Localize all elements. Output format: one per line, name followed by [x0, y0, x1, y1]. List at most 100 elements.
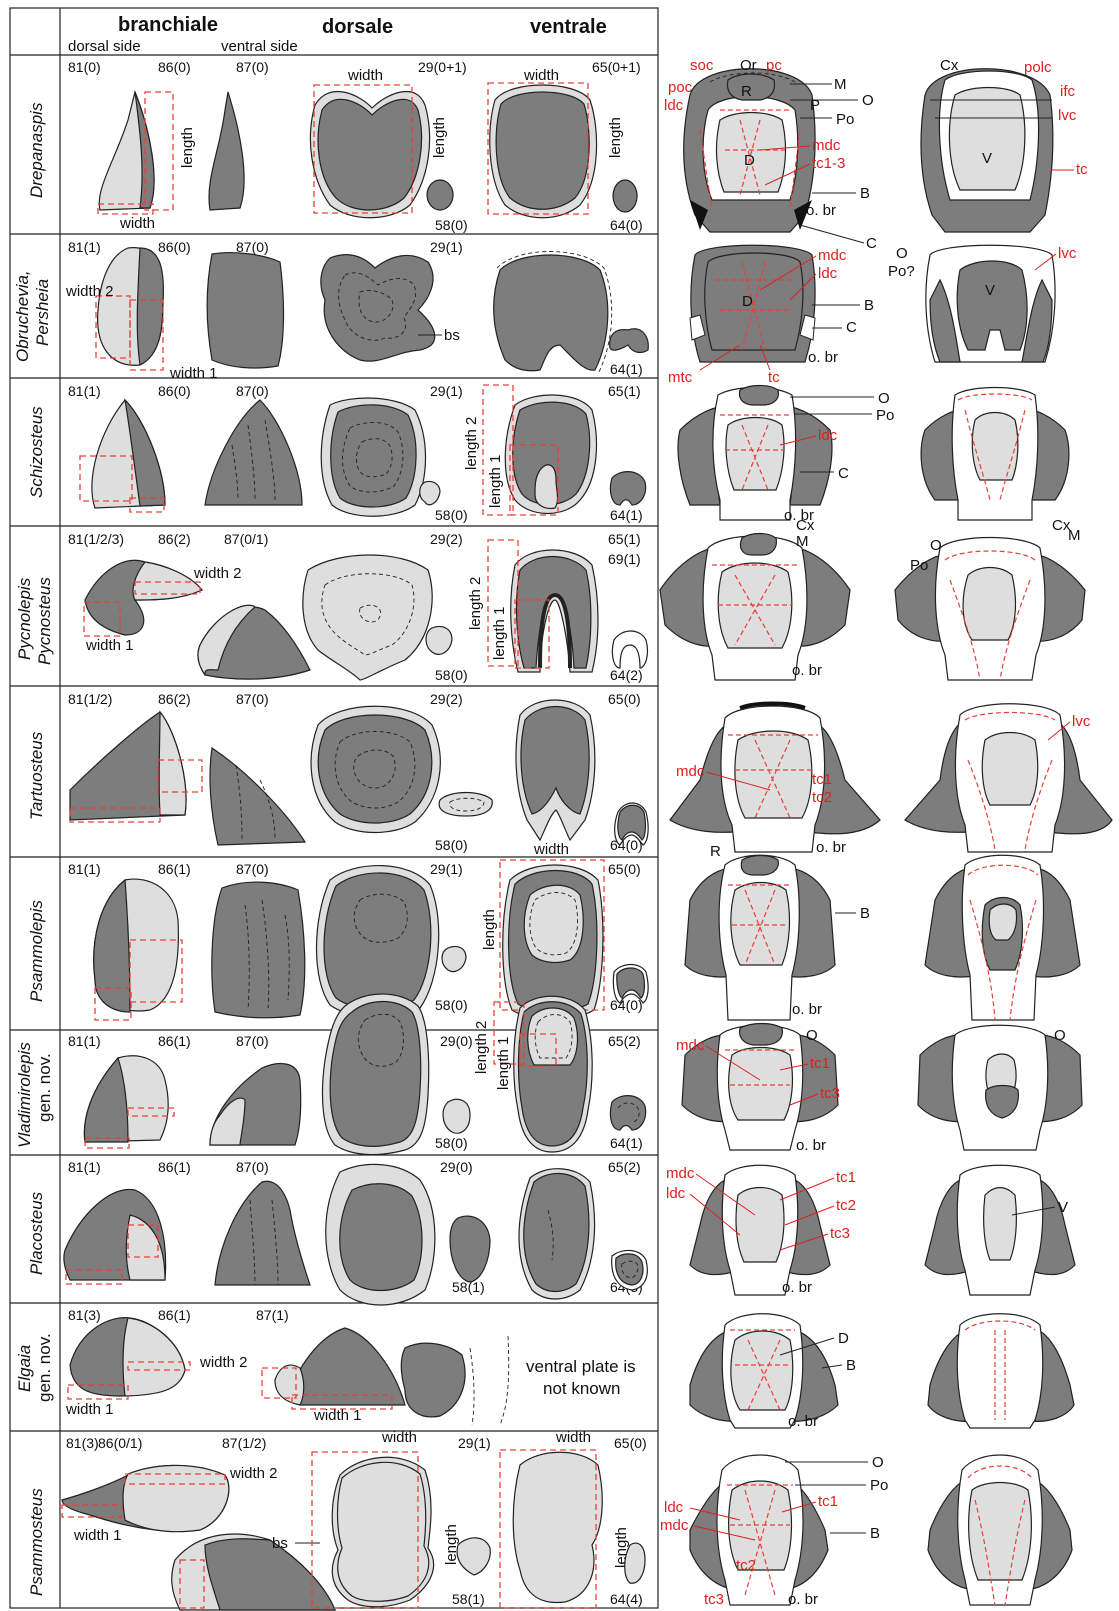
- code-label: 81(1): [68, 1033, 101, 1049]
- code-label: 87(0): [236, 861, 269, 877]
- label-O: O: [872, 1454, 884, 1471]
- measure-width-2: width 2: [229, 1465, 278, 1482]
- label-ldc: ldc: [818, 427, 838, 444]
- code-label: 81(1): [68, 239, 101, 255]
- label-D: D: [744, 152, 755, 169]
- label-o-br: o. br: [792, 1001, 822, 1018]
- measure-width-2: width 2: [199, 1354, 248, 1371]
- label-C: C: [838, 465, 849, 482]
- code-label: 29(1): [458, 1435, 491, 1451]
- label-mdc: mdc: [676, 1037, 705, 1054]
- row-vladimirolepis-plates: length 2 length 1: [84, 994, 645, 1155]
- label-mdc: mdc: [812, 137, 841, 154]
- label-Cx: Cx: [796, 517, 815, 534]
- genus-psammosteus: Psammosteus: [27, 1488, 46, 1596]
- code-label: 86(1): [158, 1033, 191, 1049]
- label-tc1: tc1: [818, 1493, 838, 1510]
- code-label: 29(0): [440, 1033, 473, 1049]
- label-pc: pc: [766, 57, 782, 74]
- code-label: 29(0+1): [418, 59, 467, 75]
- label-O: O: [806, 1027, 818, 1044]
- code-label: 65(1): [608, 531, 641, 547]
- measure-width: width: [523, 67, 559, 84]
- measure-length: length: [481, 909, 498, 950]
- code-label: 86(1): [158, 1307, 191, 1323]
- header-dorsale: dorsale: [322, 16, 393, 38]
- code-label: 86(2): [158, 691, 191, 707]
- measure-length-1: length 1: [487, 455, 504, 508]
- label-tc2: tc2: [736, 1557, 756, 1574]
- code-label: 87(1/2): [222, 1435, 266, 1451]
- code-label: 81(1): [68, 861, 101, 877]
- label-mtc: mtc: [668, 369, 693, 386]
- code-label: 29(2): [430, 691, 463, 707]
- header-dorsal-side: dorsal side: [68, 38, 141, 55]
- label-o-br: o. br: [796, 1137, 826, 1154]
- code-label: 86(1): [158, 1159, 191, 1175]
- label-polc: polc: [1024, 59, 1052, 76]
- label-o-br: o. br: [808, 349, 838, 366]
- code-label: 86(0): [158, 239, 191, 255]
- genus-obruchevia: Obruchevia,: [13, 270, 32, 362]
- label-tc3: tc3: [704, 1591, 724, 1608]
- measure-length: length: [443, 1524, 460, 1565]
- genus-psammolepis: Psammolepis: [27, 899, 46, 1002]
- code-label: 65(1): [608, 383, 641, 399]
- label-Po: Po: [836, 111, 854, 128]
- label-lvc: lvc: [1058, 107, 1077, 124]
- code-label: 58(0): [435, 837, 468, 853]
- label-o-br: o. br: [792, 662, 822, 679]
- measure-length: length: [607, 117, 624, 158]
- measure-width: width: [119, 215, 155, 232]
- label-mdc: mdc: [676, 763, 705, 780]
- genus-pycnolepis: Pycnolepis: [15, 577, 34, 660]
- code-label: 86(0): [158, 383, 191, 399]
- code-label: 86(2): [158, 531, 191, 547]
- genus-placosteus: Placosteus: [27, 1191, 46, 1275]
- label-mdc: mdc: [818, 247, 847, 264]
- code-label: 65(0): [614, 1435, 647, 1451]
- code-label: 86(1): [158, 861, 191, 877]
- measure-width-2: width 2: [65, 283, 114, 300]
- measure-width: width: [555, 1429, 591, 1446]
- row-tartuosteus-plates: [70, 700, 648, 845]
- elgaia-note-line-1: ventral plate is: [526, 1357, 636, 1376]
- label-tc3: tc3: [820, 1085, 840, 1102]
- code-label: 29(1): [430, 239, 463, 255]
- label-V: V: [1058, 1199, 1068, 1216]
- label-B: B: [864, 297, 874, 314]
- code-label: 58(0): [435, 217, 468, 233]
- code-label: 58(1): [452, 1591, 485, 1607]
- label-Po: Po: [910, 557, 928, 574]
- code-label: 87(0): [236, 1159, 269, 1175]
- row-drepanaspis-plates: width length width length width length: [98, 67, 637, 232]
- measure-width-1: width 1: [65, 1401, 114, 1418]
- row-obruchevia-plates: width 2 width 1 bs: [65, 248, 648, 382]
- measure-length-2: length 2: [473, 1021, 490, 1074]
- code-label: 58(0): [435, 667, 468, 683]
- code-label: 81(1/2): [68, 691, 112, 707]
- label-ldc: ldc: [818, 265, 838, 282]
- genus-tartuosteus: Tartuosteus: [27, 731, 46, 820]
- label-tc1: tc1: [836, 1169, 856, 1186]
- label-tc1: tc1: [810, 1055, 830, 1072]
- code-label: 64(2): [610, 667, 643, 683]
- code-label: 58(0): [435, 1135, 468, 1151]
- measure-width: width: [381, 1429, 417, 1446]
- label-V: V: [982, 150, 992, 167]
- label-mdc: mdc: [660, 1517, 689, 1534]
- label-tc: tc: [1076, 161, 1088, 178]
- code-label: 29(0): [440, 1159, 473, 1175]
- label-O: O: [878, 390, 890, 407]
- measure-length-2: length 2: [467, 577, 484, 630]
- code-label: 58(0): [435, 997, 468, 1013]
- label-R: R: [741, 83, 752, 100]
- label-B: B: [860, 185, 870, 202]
- code-label: 81(1/2/3): [68, 531, 124, 547]
- code-label: 69(1): [608, 551, 641, 567]
- code-label: 65(2): [608, 1159, 641, 1175]
- genus-elgaia-gen-nov: gen. nov.: [35, 1333, 54, 1402]
- code-label: 87(1): [256, 1307, 289, 1323]
- code-label: 81(0): [68, 59, 101, 75]
- row-pycnolepis-plates: width 2 width 1 length 2 length 1: [84, 540, 647, 680]
